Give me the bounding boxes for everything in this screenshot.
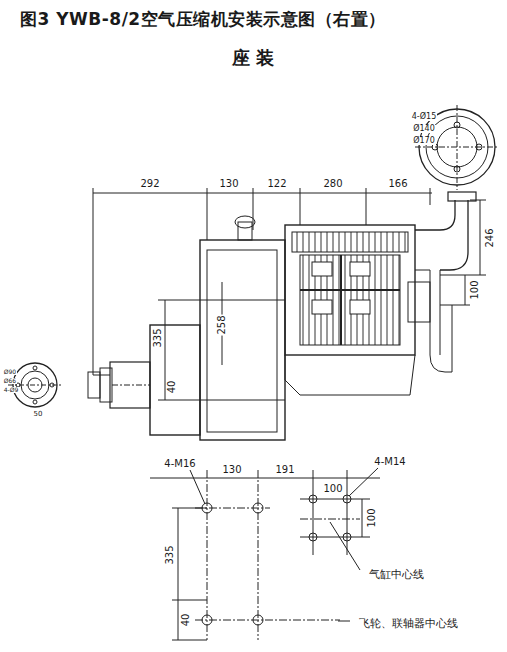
dimension: 292 [139, 179, 160, 189]
dimension: 246 [485, 227, 495, 248]
dimension: 100 [322, 484, 343, 494]
dimension: 122 [266, 179, 287, 189]
flange-note: Ø66 [3, 378, 17, 384]
centerline-label: 气缸中心线 [368, 569, 425, 580]
drawing-title: 图3 YWB-8/2空气压缩机安装示意图（右置） [20, 8, 386, 31]
bolt-spec: 4-M14 [373, 457, 406, 467]
dimension: 335 [165, 544, 175, 565]
flange-note: 50 [33, 411, 44, 418]
dimension: 191 [274, 465, 295, 475]
dimension: 40 [181, 613, 191, 628]
dimension: 280 [322, 179, 343, 189]
dimension: 100 [470, 279, 480, 300]
dimension: 100 [367, 507, 377, 528]
flange-note: 4-Ø9 [3, 387, 20, 393]
bolt-spec: 4-M16 [163, 459, 196, 469]
dimension: 40 [167, 380, 177, 395]
dimension: 166 [387, 179, 408, 189]
dimension: 335 [153, 327, 163, 348]
centerline-label: 飞轮、联轴器中心线 [358, 618, 459, 629]
subtitle: 座 装 [231, 49, 275, 67]
flange-note: Ø90 [3, 369, 17, 375]
dimension: 130 [221, 465, 242, 475]
dimension: 130 [218, 179, 239, 189]
flange-note: Ø170 [412, 137, 436, 145]
dimension: 258 [217, 314, 227, 335]
flange-note: Ø140 [412, 125, 436, 133]
flange-note: 4-Ø15 [411, 113, 437, 121]
